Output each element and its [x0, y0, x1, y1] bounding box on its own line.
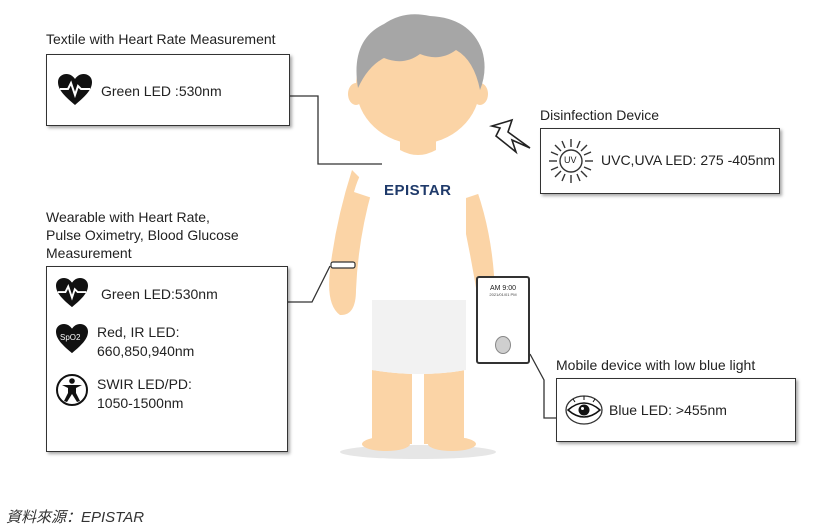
hair — [356, 14, 485, 91]
wearable-title-line-2: Pulse Oximetry, Blood Glucose — [46, 227, 239, 243]
textile-box: Green LED :530nm — [46, 54, 290, 126]
wearable-title: Wearable with Heart Rate, Pulse Oximetry… — [46, 208, 239, 262]
source-caption: 資料來源：EPISTAR — [6, 509, 145, 526]
heart-pulse-icon — [55, 277, 89, 309]
right-foot — [428, 437, 476, 451]
left-arm — [329, 170, 372, 316]
spo2-heart-icon — [55, 323, 89, 355]
mobile-box: Blue LED: >455nm — [556, 378, 796, 442]
phone-date: 2021/01/01 PM — [489, 292, 517, 297]
heart-pulse-icon — [57, 73, 93, 107]
body-figure-icon — [55, 373, 89, 407]
wearable-item-3-line-1: SWIR LED/PD: — [97, 376, 192, 392]
disinfection-title: Disinfection Device — [540, 107, 660, 123]
uv-label: UV — [564, 155, 577, 165]
wearable-connector — [288, 265, 331, 303]
phone-time: AM 9:00 — [489, 285, 517, 292]
wearable-item-2-line-1: Red, IR LED: — [97, 324, 180, 340]
textile-connector — [290, 95, 382, 165]
eye-icon — [563, 393, 605, 427]
shirt-shadow — [372, 300, 466, 374]
wearable-item-2-text: Red, IR LED: 660,850,940nm — [97, 323, 194, 361]
textile-title: Textile with Heart Rate Measurement — [46, 31, 276, 47]
fingerprint-icon — [495, 336, 511, 354]
textile-led-text: Green LED :530nm — [101, 83, 222, 99]
wearable-box: Green LED:530nm SpO2 Red, IR LED: 660,85… — [46, 266, 288, 452]
wearable-item-3-line-2: 1050-1500nm — [97, 395, 184, 411]
mobile-led-text: Blue LED: >455nm — [609, 402, 727, 418]
phone-illustration: AM 9:00 2021/01/01 PM — [476, 276, 530, 364]
mobile-connector — [529, 353, 556, 419]
shirt-brand: EPISTAR — [384, 182, 452, 199]
wearable-title-line-1: Wearable with Heart Rate, — [46, 209, 210, 225]
uv-sun-icon — [547, 137, 595, 185]
disinfection-led-text: UVC,UVA LED: 275 -405nm — [601, 152, 776, 168]
lightning-icon — [488, 118, 531, 155]
wearable-item-1-text: Green LED:530nm — [101, 286, 218, 302]
right-arm — [458, 172, 495, 300]
disinfection-box: UV UVC,UVA LED: 275 -405nm — [540, 128, 780, 194]
left-foot — [362, 437, 410, 451]
wearable-item-3-text: SWIR LED/PD: 1050-1500nm — [97, 375, 192, 413]
wearable-item-2-line-2: 660,850,940nm — [97, 343, 195, 359]
mobile-title: Mobile device with low blue light — [556, 357, 756, 373]
spo2-badge: SpO2 — [60, 333, 81, 342]
wristband — [330, 261, 356, 269]
wearable-title-line-3: Measurement — [46, 245, 132, 261]
